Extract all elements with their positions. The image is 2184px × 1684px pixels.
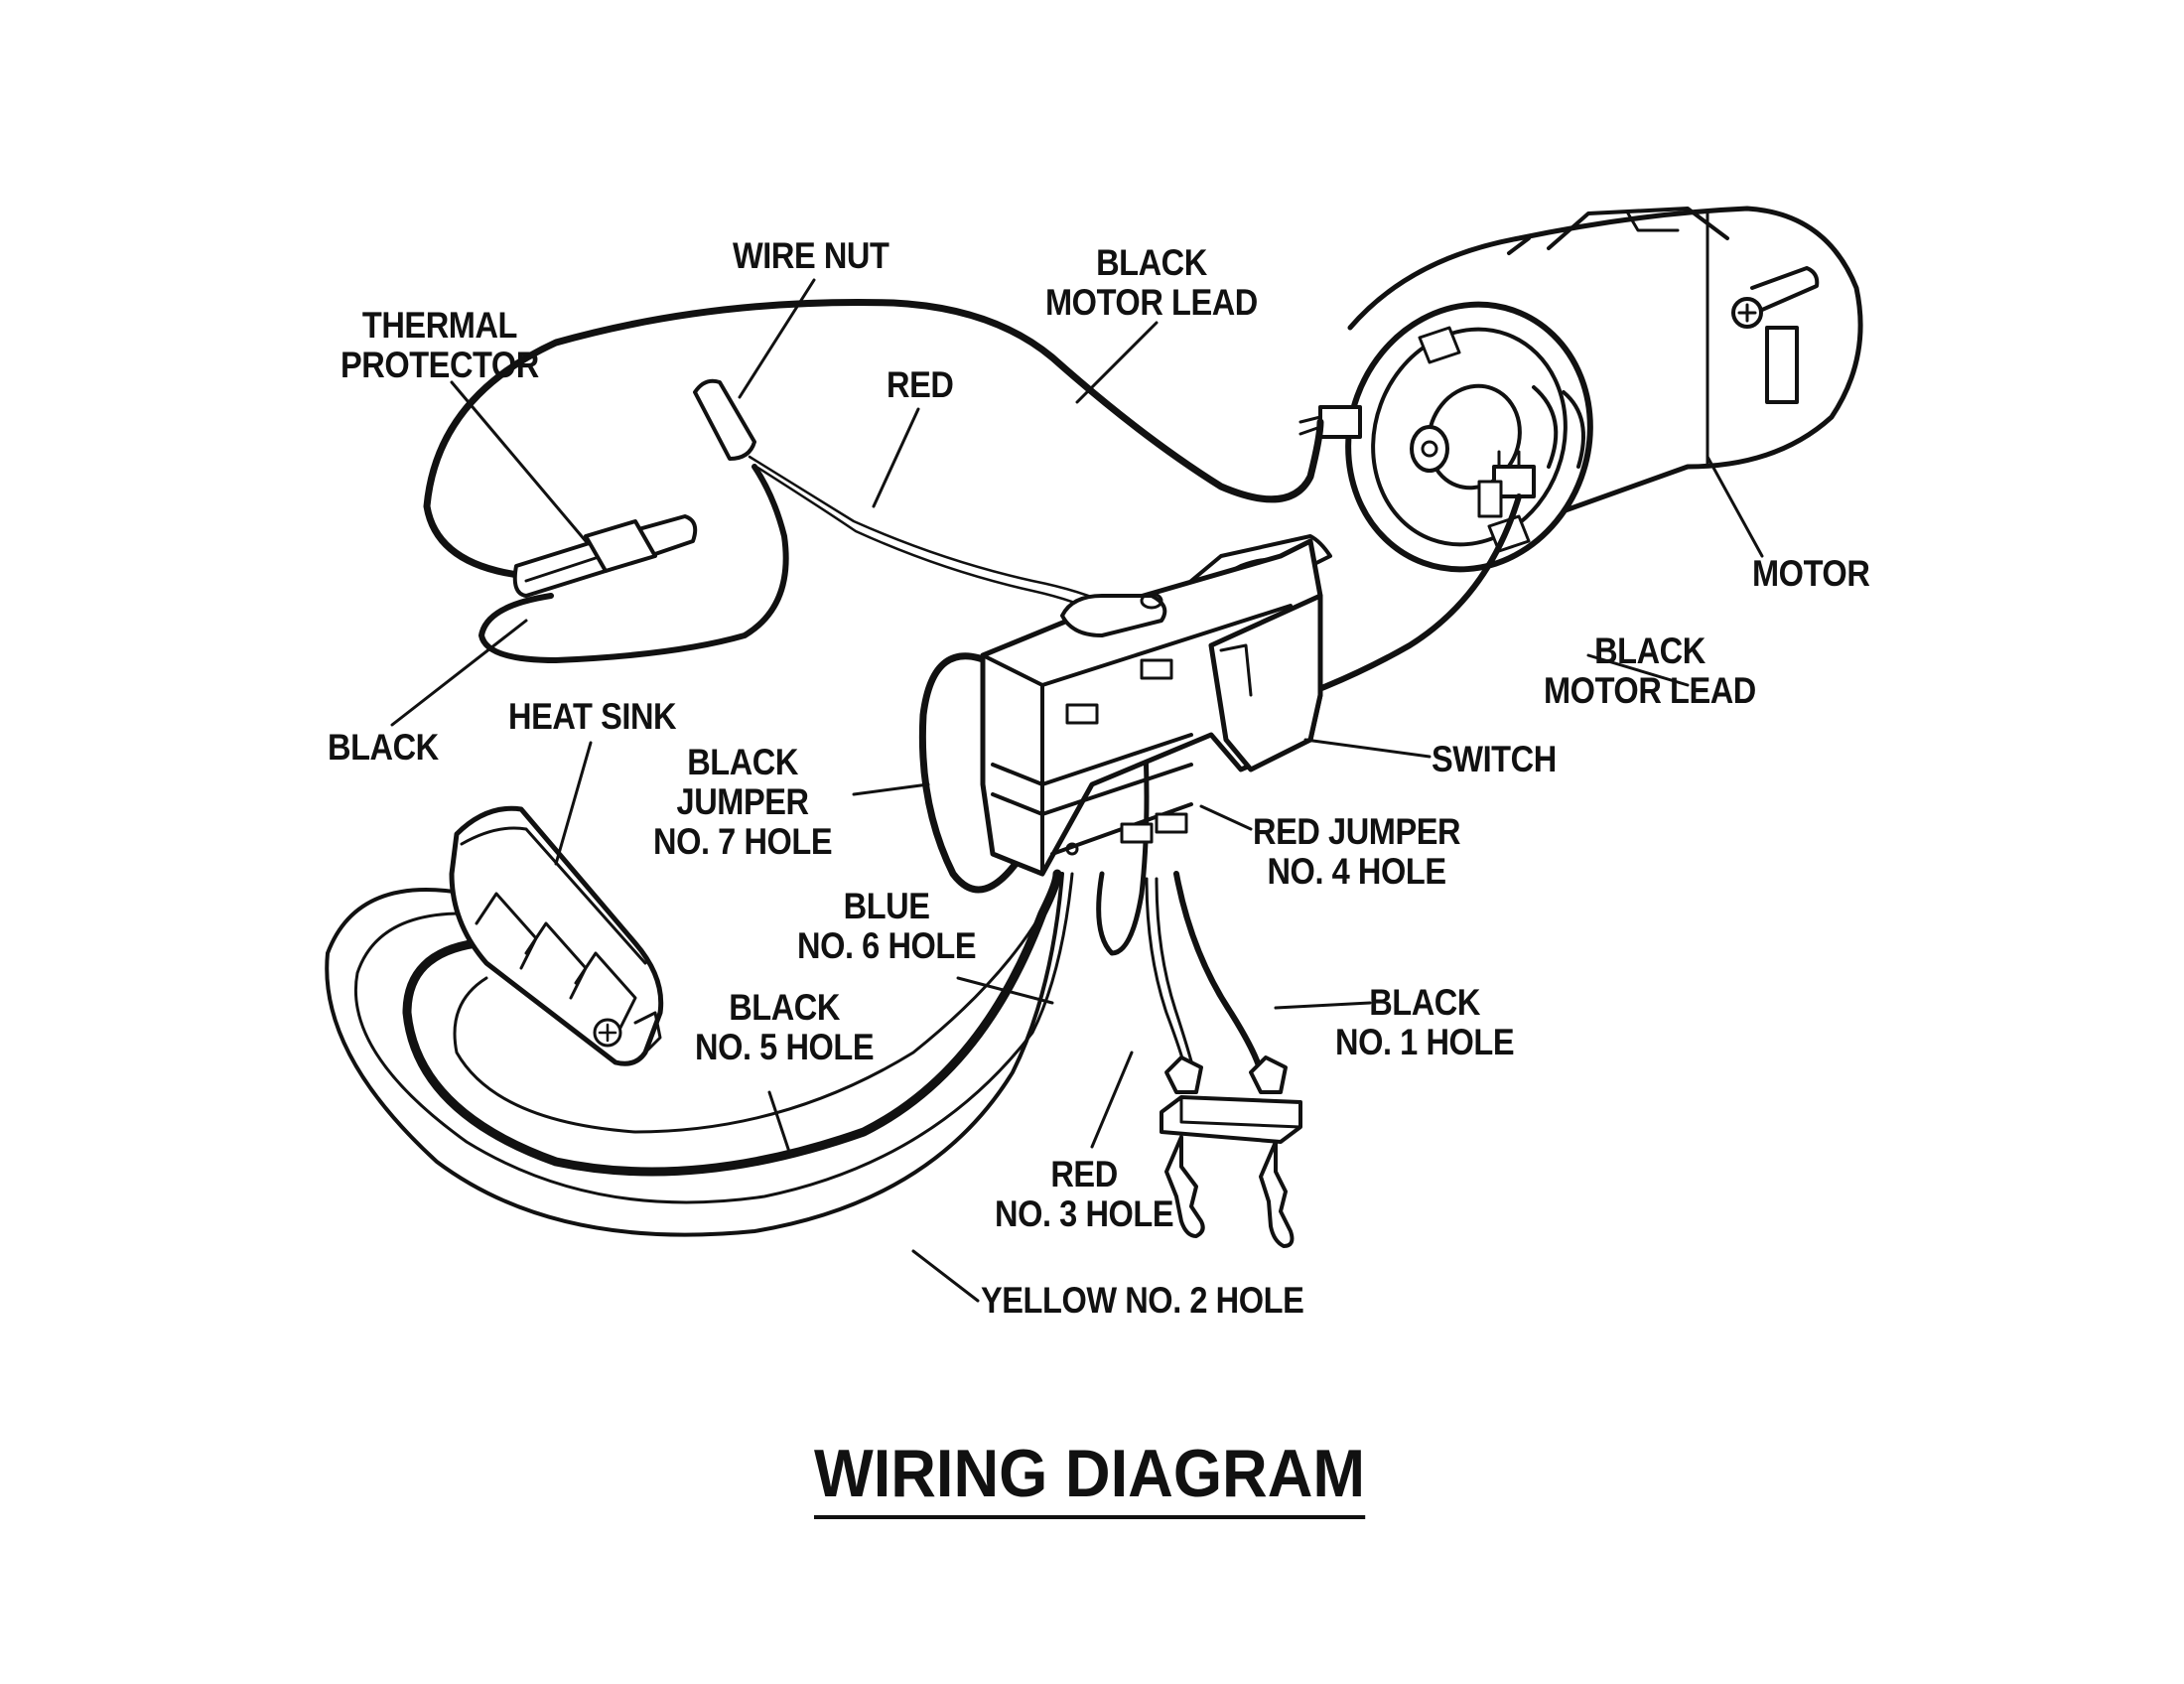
power-terminals	[1161, 1057, 1300, 1246]
label-heat-sink-line1: HEAT SINK	[508, 696, 677, 737]
motor	[1300, 209, 1860, 604]
label-thermal-protector: THERMAL PROTECTOR	[341, 306, 539, 385]
label-black-motor-lead-top-line1: BLACK	[1096, 242, 1207, 283]
label-red-jumper-line1: RED JUMPER	[1253, 811, 1461, 852]
label-yellow-line1: YELLOW NO. 2 HOLE	[981, 1280, 1304, 1321]
heat-sink	[452, 808, 661, 1063]
label-black-motor-lead-right-line1: BLACK	[1594, 631, 1706, 671]
label-black-jumper-line2: JUMPER	[676, 781, 809, 822]
label-black-jumper-line1: BLACK	[687, 742, 798, 782]
label-switch-line1: SWITCH	[1432, 739, 1557, 779]
label-black-no5-line1: BLACK	[729, 987, 840, 1028]
label-black-motor-lead-top: BLACK MOTOR LEAD	[1045, 243, 1258, 323]
label-red-line1: RED	[887, 364, 954, 405]
label-thermal-protector-line2: PROTECTOR	[341, 345, 539, 385]
label-blue-line2: NO. 6 HOLE	[797, 925, 977, 966]
label-motor: MOTOR	[1752, 553, 1870, 594]
label-wire-nut: WIRE NUT	[733, 235, 889, 276]
wires	[327, 303, 1519, 1235]
label-black-left: BLACK	[328, 728, 439, 768]
label-black-no1-line1: BLACK	[1369, 982, 1480, 1023]
thermal-protector	[515, 516, 695, 596]
label-red-no3-line1: RED	[1050, 1154, 1118, 1194]
label-black-motor-lead-right: BLACK MOTOR LEAD	[1544, 632, 1756, 711]
label-black-motor-lead-right-line2: MOTOR LEAD	[1544, 670, 1756, 711]
label-red-no3: RED NO. 3 HOLE	[995, 1154, 1174, 1234]
label-blue-line1: BLUE	[843, 886, 930, 926]
label-thermal-protector-line1: THERMAL	[361, 305, 518, 346]
label-blue: BLUE NO. 6 HOLE	[797, 886, 977, 966]
label-black-no1-line2: NO. 1 HOLE	[1335, 1022, 1515, 1062]
label-red-jumper-line2: NO. 4 HOLE	[1267, 851, 1446, 892]
label-yellow: YELLOW NO. 2 HOLE	[981, 1280, 1304, 1321]
label-red: RED	[887, 364, 954, 405]
label-wire-nut-line1: WIRE NUT	[733, 235, 889, 276]
label-black-no5: BLACK NO. 5 HOLE	[695, 987, 875, 1067]
label-red-no3-line2: NO. 3 HOLE	[995, 1193, 1174, 1234]
label-black-motor-lead-top-line2: MOTOR LEAD	[1045, 282, 1258, 323]
label-black-jumper-line3: NO. 7 HOLE	[653, 821, 833, 862]
switch	[983, 536, 1330, 874]
label-black-left-line1: BLACK	[328, 727, 439, 768]
leader-lines	[392, 280, 1762, 1301]
label-switch: SWITCH	[1432, 740, 1557, 779]
label-black-no1: BLACK NO. 1 HOLE	[1335, 982, 1515, 1062]
diagram-title: WIRING DIAGRAM	[814, 1436, 1366, 1519]
label-black-jumper: BLACK JUMPER NO. 7 HOLE	[653, 742, 833, 862]
label-heat-sink: HEAT SINK	[508, 696, 677, 737]
label-motor-line1: MOTOR	[1752, 553, 1870, 594]
label-black-no5-line2: NO. 5 HOLE	[695, 1027, 875, 1067]
label-red-jumper: RED JUMPER NO. 4 HOLE	[1253, 811, 1461, 892]
